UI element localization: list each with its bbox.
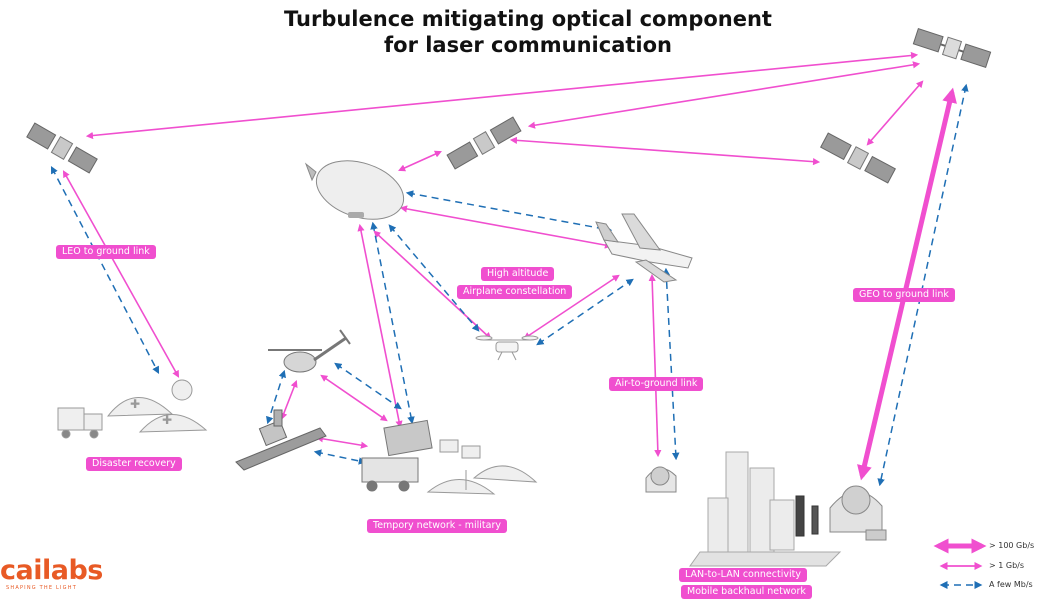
warship-icon [235, 409, 327, 471]
dash-ship-truck [313, 449, 367, 465]
dash-blimp-plane [405, 190, 613, 233]
legend-symbols [933, 538, 987, 589]
ground-station-left-icon [645, 466, 677, 493]
label-leo-ground: LEO to ground link [56, 245, 156, 259]
brand-logo: cailabs SHAPING THE LIGHT [0, 557, 103, 592]
label-military: Tempory network - military [367, 519, 507, 533]
brand-tagline: SHAPING THE LIGHT [6, 585, 77, 591]
diagram-title: Turbulence mitigating optical component … [0, 6, 1056, 58]
label-air-to-ground: Air-to-ground link [609, 377, 704, 391]
city-buildings-icon [689, 451, 842, 567]
satellite-leo-icon [26, 122, 98, 174]
disaster-recovery-icon: ✚ ✚ [57, 379, 208, 439]
brand-name: cailabs [0, 555, 103, 586]
pink-links [62, 51, 924, 458]
svg-text:✚: ✚ [130, 397, 140, 411]
ground-station-right-icon [829, 485, 887, 541]
svg-text:✚: ✚ [162, 413, 172, 427]
link-heli-ship [280, 379, 298, 421]
link-sat3-geo [866, 80, 924, 146]
dash-plane-ground [662, 267, 680, 461]
link-ship-truck [315, 435, 369, 449]
military-camp-icon [426, 439, 538, 495]
dash-geo-ground [877, 83, 969, 487]
label-geo-ground: GEO to ground link [853, 288, 955, 302]
dash-heli-ship [266, 369, 286, 425]
title-line-1: Turbulence mitigating optical component [284, 7, 772, 31]
label-disaster-recovery: Disaster recovery [86, 457, 182, 471]
link-plane-ground [648, 273, 662, 458]
link-blimp-military [357, 223, 403, 429]
dash-blimp-military [370, 221, 415, 425]
link-heli-truck [320, 374, 388, 422]
dash-drone-plane [536, 278, 634, 346]
satellite-geo-icon [912, 28, 992, 68]
dash-heli-truck [334, 362, 402, 410]
label-airplane-constellation: Airplane constellation [457, 285, 573, 299]
link-blimp-plane [399, 205, 613, 249]
link-sat2-geo [527, 61, 921, 129]
helicopter-icon [268, 329, 351, 373]
link-geo-ground-thick [857, 87, 957, 481]
legend-label-mb: A few Mb/s [989, 580, 1033, 589]
link-blimp-sat2 [398, 150, 442, 172]
legend-label-1g: > 1 Gb/s [989, 561, 1025, 570]
drone-icon [475, 335, 539, 361]
blimp-icon [304, 160, 405, 220]
dash-leo-disaster [50, 166, 160, 374]
label-high-altitude: High altitude [481, 267, 555, 281]
airplane-icon [595, 213, 693, 283]
link-leo-disaster [62, 170, 180, 378]
dash-blimp-drone [388, 224, 480, 332]
label-lan-to-lan: LAN-to-LAN connectivity [679, 568, 807, 582]
military-truck-icon [361, 419, 433, 492]
link-sat2-sat3 [509, 136, 821, 166]
label-mobile-backhaul: Mobile backhaul network [681, 585, 812, 599]
legend-label-100g: > 100 Gb/s [989, 541, 1035, 550]
satellite-right-icon [820, 132, 896, 184]
satellite-mid-icon [446, 116, 522, 170]
